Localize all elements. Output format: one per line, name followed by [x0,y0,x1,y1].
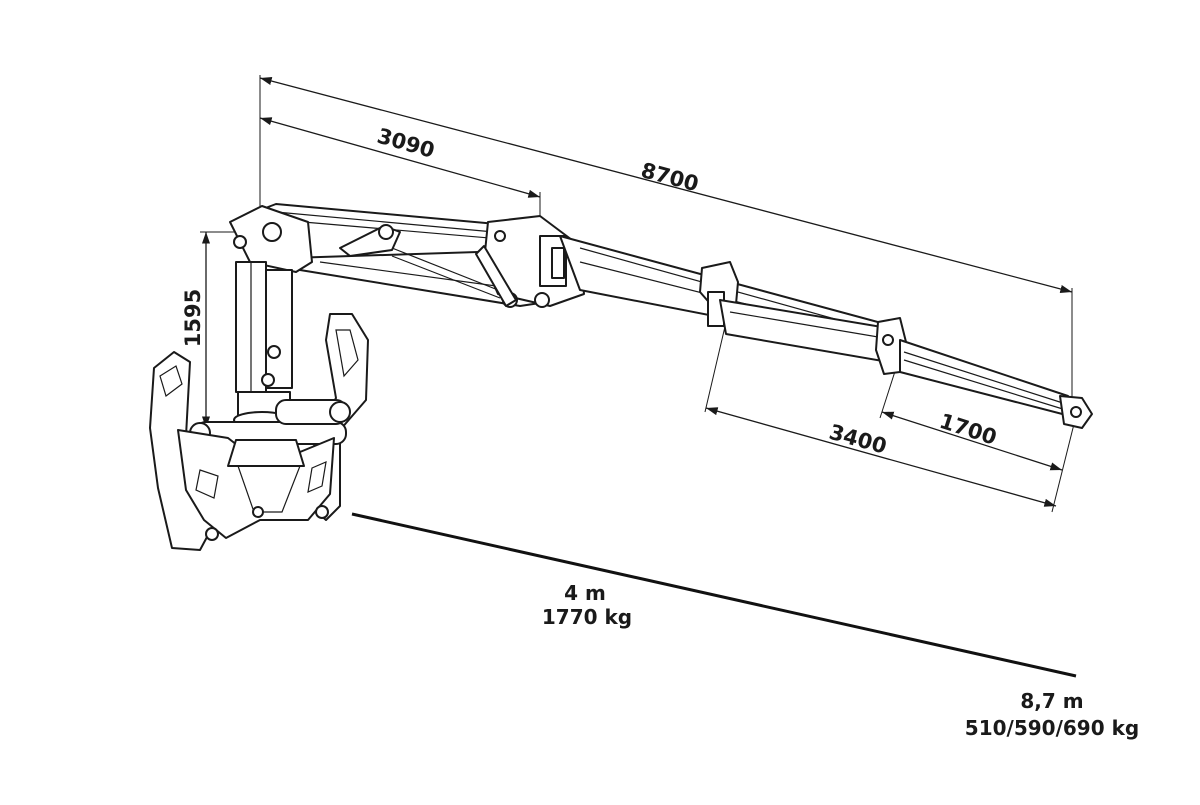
capacity-near: 4 m 1770 kg [542,581,632,629]
label-far-load: 510/590/690 kg [965,716,1139,740]
label-far-reach: 8,7 m [1020,689,1083,713]
base-frame [149,313,369,551]
label-near-load: 1770 kg [542,605,632,629]
dimension-mast-height: 1595 [181,232,211,428]
label-near-reach: 4 m [564,581,606,605]
crane-pillar [229,205,313,429]
reach-baseline [351,512,1077,678]
capacity-far: 8,7 m 510/590/690 kg [965,689,1139,740]
label-mast-height: 1595 [181,289,205,347]
label-total-reach: 8700 [638,158,701,196]
telescopic-boom [254,203,1093,429]
dimension-extension-2: 1700 [881,409,1063,471]
label-extension-2: 1700 [937,409,1000,450]
dimension-main-boom: 3090 [259,117,541,198]
label-main-boom: 3090 [375,124,438,163]
dimension-extension-1: 3400 [705,407,1057,507]
label-extension-1: 3400 [827,420,890,459]
